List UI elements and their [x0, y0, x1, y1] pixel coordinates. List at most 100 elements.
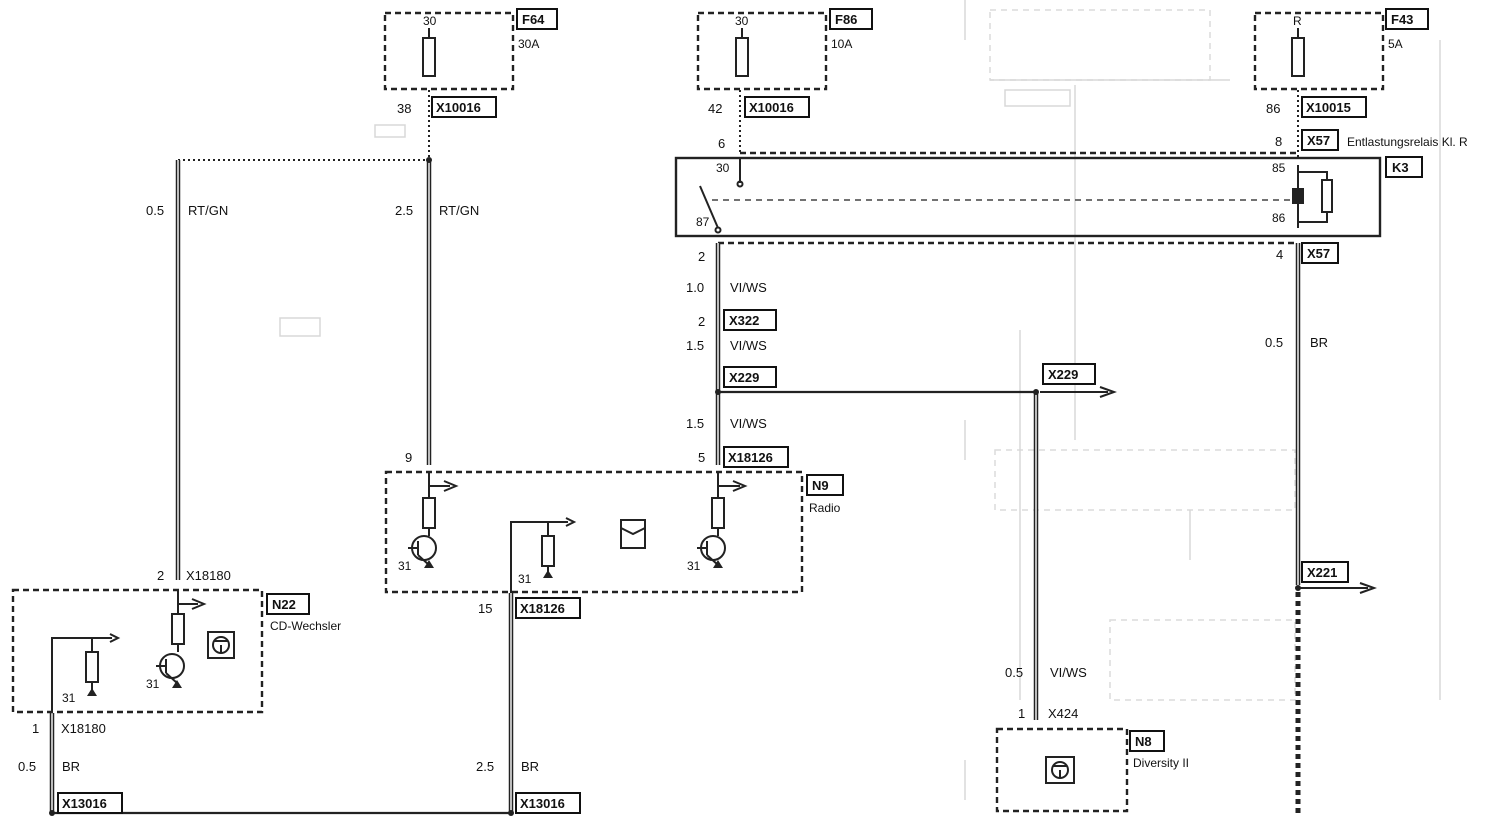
radio-connector-top-tag — [723, 446, 789, 468]
wire-relay-out-size: 1.0 — [686, 280, 704, 295]
relay-k3-tag — [1385, 156, 1423, 178]
diversity-n8: 1 X424 N8 Diversity II — [995, 706, 1189, 813]
relay-downstream-connector-tag — [1301, 242, 1339, 264]
junction-f64-split — [426, 157, 432, 163]
connector-x229-tag — [723, 366, 777, 388]
relay-pin-30: 30 — [716, 161, 730, 175]
radio-display-flap — [620, 527, 646, 536]
relay-pin-85: 85 — [1272, 161, 1286, 175]
relay-pin-86: 86 — [1272, 211, 1286, 225]
radio-left-ground-icon — [424, 560, 434, 568]
radio-n9-id: N9 — [812, 478, 829, 493]
cd-n22-housing — [11, 588, 264, 714]
junction-ground-right — [508, 810, 514, 816]
radio-display-icon — [620, 519, 646, 549]
fuse-f43: R F43 5A 86 X10015 — [1253, 8, 1429, 118]
radio-right-resistor — [711, 497, 725, 529]
connector-x229-ext: X229 — [1048, 367, 1078, 382]
fuse-f43-id: F43 — [1391, 12, 1413, 27]
radio-connector-top: X18126 — [728, 450, 773, 465]
fuse-f86-connector-tag — [744, 96, 810, 118]
diversity-connector: X424 — [1048, 706, 1078, 721]
fuse-f86-terminal: 30 — [735, 14, 749, 28]
radio-n9-housing — [384, 470, 804, 594]
junction-ground-left — [49, 810, 55, 816]
diversity-antenna-marks — [1053, 765, 1067, 777]
radio-left-resistor — [422, 497, 436, 529]
wire-x229-radio-color: VI/WS — [730, 416, 767, 431]
relay-downstream-pin-right: 4 — [1276, 247, 1283, 262]
junction-dots — [49, 157, 1301, 816]
wire-x322-out-color: VI/WS — [730, 338, 767, 353]
relay-coil — [1292, 188, 1304, 204]
ground-splice-left-tag — [57, 792, 123, 814]
relay-upstream-pin-left: 6 — [718, 136, 725, 151]
cd-pin-top: 2 — [157, 568, 164, 583]
cd-connector-top: X18180 — [186, 568, 231, 583]
wire-x229-radio-size: 1.5 — [686, 416, 704, 431]
radio-pin-feed-right: 5 — [698, 450, 705, 465]
cd-inner-resistor — [85, 651, 99, 683]
diversity-pin: 1 — [1018, 706, 1025, 721]
fuse-f64: 30 F64 30A 38 X10016 — [383, 8, 558, 118]
wire-radio-ground-color: BR — [521, 759, 539, 774]
connector-x322-tag — [723, 309, 777, 331]
relay-pin-87: 87 — [696, 215, 710, 229]
connector-x229: X229 — [729, 370, 759, 385]
fuse-f86-tag — [829, 8, 873, 30]
diversity-n8-id: N8 — [1135, 734, 1152, 749]
wire-cd-ground-color: BR — [62, 759, 80, 774]
radio-name: Radio — [809, 501, 841, 515]
connector-x322: X322 — [729, 313, 759, 328]
relay-contact-87 — [714, 226, 722, 234]
relay-upstream-pin-right: 8 — [1275, 134, 1282, 149]
radio-connector-bottom-tag — [515, 597, 581, 619]
radio-middle-resistor — [541, 535, 555, 567]
radio-pin-feed-left: 9 — [405, 450, 412, 465]
fuse-f64-pin: 38 — [397, 101, 411, 116]
wire-x322-out-size: 1.5 — [686, 338, 704, 353]
arrow-x229-continues — [1040, 386, 1117, 398]
radio-middle-arrow-icon — [565, 517, 577, 527]
relay-downstream-pin-left: 2 — [698, 249, 705, 264]
fuse-f86-housing — [696, 11, 828, 91]
radio-middle-ground-icon — [543, 570, 553, 578]
fuse-f64-terminal: 30 — [423, 14, 437, 28]
fuse-f43-tag — [1385, 8, 1429, 30]
fuse-f86: 30 F86 10A 42 X10016 — [696, 8, 873, 118]
cd-inner-lead — [51, 637, 112, 713]
radio-right-ground-icon — [713, 560, 723, 568]
relay-k3: 6 8 X57 Entlastungsrelais Kl. R K3 30 87… — [674, 129, 1468, 264]
fuse-f64-housing — [383, 11, 515, 91]
connector-x221: X221 — [1307, 565, 1337, 580]
wire-radio-ground-size: 2.5 — [476, 759, 494, 774]
cd-ground-icon-right — [172, 680, 182, 688]
cd-connector-bottom: X18180 — [61, 721, 106, 736]
fuse-f43-terminal: R — [1293, 14, 1302, 28]
cd-ground-label-1: 31 — [146, 677, 160, 691]
ground-splice-right-tag — [515, 792, 581, 814]
cd-changer-n22: 2 X18180 N22 CD-Wechsler 31 31 1 X18180 — [11, 568, 341, 736]
wire-radio-feed-color: RT/GN — [439, 203, 479, 218]
cd-transistor-emitter — [165, 672, 178, 684]
wire-cd-feed-size: 0.5 — [146, 203, 164, 218]
cd-n22-id: N22 — [272, 597, 296, 612]
wire-diversity-color: VI/WS — [1050, 665, 1087, 680]
cd-disc-marks — [214, 640, 228, 652]
fuse-f64-connector: X10016 — [436, 100, 481, 115]
relay-contact-30 — [736, 180, 744, 188]
diversity-antenna-icon — [1051, 761, 1069, 779]
cd-disc-frame — [207, 631, 235, 659]
relay-suppressor-leads — [1298, 171, 1328, 223]
diversity-antenna-frame — [1045, 756, 1075, 784]
diversity-n8-housing — [995, 727, 1129, 813]
radio-left-output-arrow — [428, 472, 459, 498]
relay-k3-housing — [674, 156, 1382, 238]
wire-cd-feed-color: RT/GN — [188, 203, 228, 218]
fuse-f64-tag — [516, 8, 558, 30]
wire-relay-ground-size: 0.5 — [1265, 335, 1283, 350]
fuse-f64-rating: 30A — [518, 37, 539, 51]
connector-x229-ext-tag — [1042, 363, 1096, 385]
wire-radio-feed-size: 2.5 — [395, 203, 413, 218]
